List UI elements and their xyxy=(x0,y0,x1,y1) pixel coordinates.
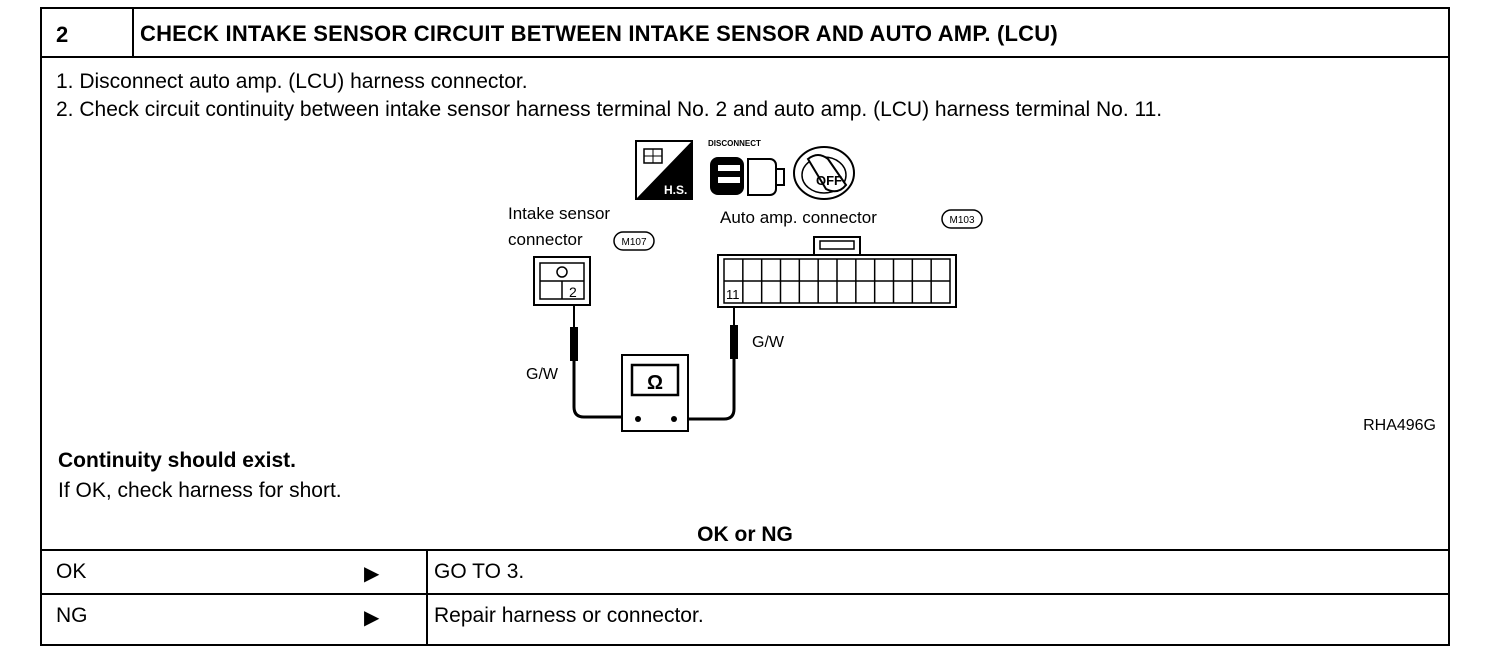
procedure-title: CHECK INTAKE SENSOR CIRCUIT BETWEEN INTA… xyxy=(140,21,1058,46)
divider xyxy=(42,593,1448,595)
auto-amp-connector: 11 xyxy=(717,236,957,308)
intake-sensor-label: Intake sensor xyxy=(508,204,610,223)
intake-terminal-number: 2 xyxy=(569,284,577,300)
disconnect-icon-label: DISCONNECT xyxy=(708,139,761,148)
wire-color-right: G/W xyxy=(752,334,785,351)
result-ng: NG xyxy=(56,604,88,627)
intake-connector-label: connector xyxy=(508,230,583,249)
result-followup: If OK, check harness for short. xyxy=(58,479,342,502)
hs-icon-label: H.S. xyxy=(664,183,687,197)
auto-amp-connector-label: Auto amp. connector xyxy=(720,208,877,227)
action-ng: Repair harness or connector. xyxy=(434,604,704,627)
ignition-icon-label: OFF xyxy=(816,173,842,188)
procedure-table: 2 CHECK INTAKE SENSOR CIRCUIT BETWEEN IN… xyxy=(40,7,1450,646)
header-divider xyxy=(132,9,134,56)
wire-color-left: G/W xyxy=(526,366,559,383)
intake-connector-code: M107 xyxy=(621,237,646,248)
arrow-right-icon: ▶ xyxy=(364,607,380,629)
ignition-off-icon: OFF xyxy=(793,146,855,200)
auto-amp-connector-code: M103 xyxy=(949,215,974,226)
result-ok: OK xyxy=(56,560,87,583)
test-probes xyxy=(570,305,738,421)
harness-side-icon: H.S. xyxy=(635,140,693,200)
procedure-header: 2 CHECK INTAKE SENSOR CIRCUIT BETWEEN IN… xyxy=(42,9,1448,58)
arrow-right-icon: ▶ xyxy=(364,563,380,585)
decision-header: OK or NG xyxy=(697,523,793,546)
action-ok: GO TO 3. xyxy=(434,560,525,583)
intake-sensor-connector: 2 xyxy=(533,256,591,306)
expected-result: Continuity should exist. xyxy=(58,449,297,472)
instruction-step-2: 2. Check circuit continuity between inta… xyxy=(56,98,1163,121)
auto-amp-terminal-number: 11 xyxy=(726,287,740,302)
step-number: 2 xyxy=(56,22,69,47)
disconnect-icon: DISCONNECT xyxy=(708,139,785,196)
instruction-step-1: 1. Disconnect auto amp. (LCU) harness co… xyxy=(56,70,528,93)
ohmmeter: Ω xyxy=(621,354,689,432)
column-divider xyxy=(426,550,428,646)
figure-code: RHA496G xyxy=(1363,417,1436,434)
wiring-diagram: H.S. DISCONNECT OFF Intake sensor connec… xyxy=(508,139,1436,434)
divider xyxy=(42,549,1448,551)
ohm-symbol: Ω xyxy=(647,372,663,394)
